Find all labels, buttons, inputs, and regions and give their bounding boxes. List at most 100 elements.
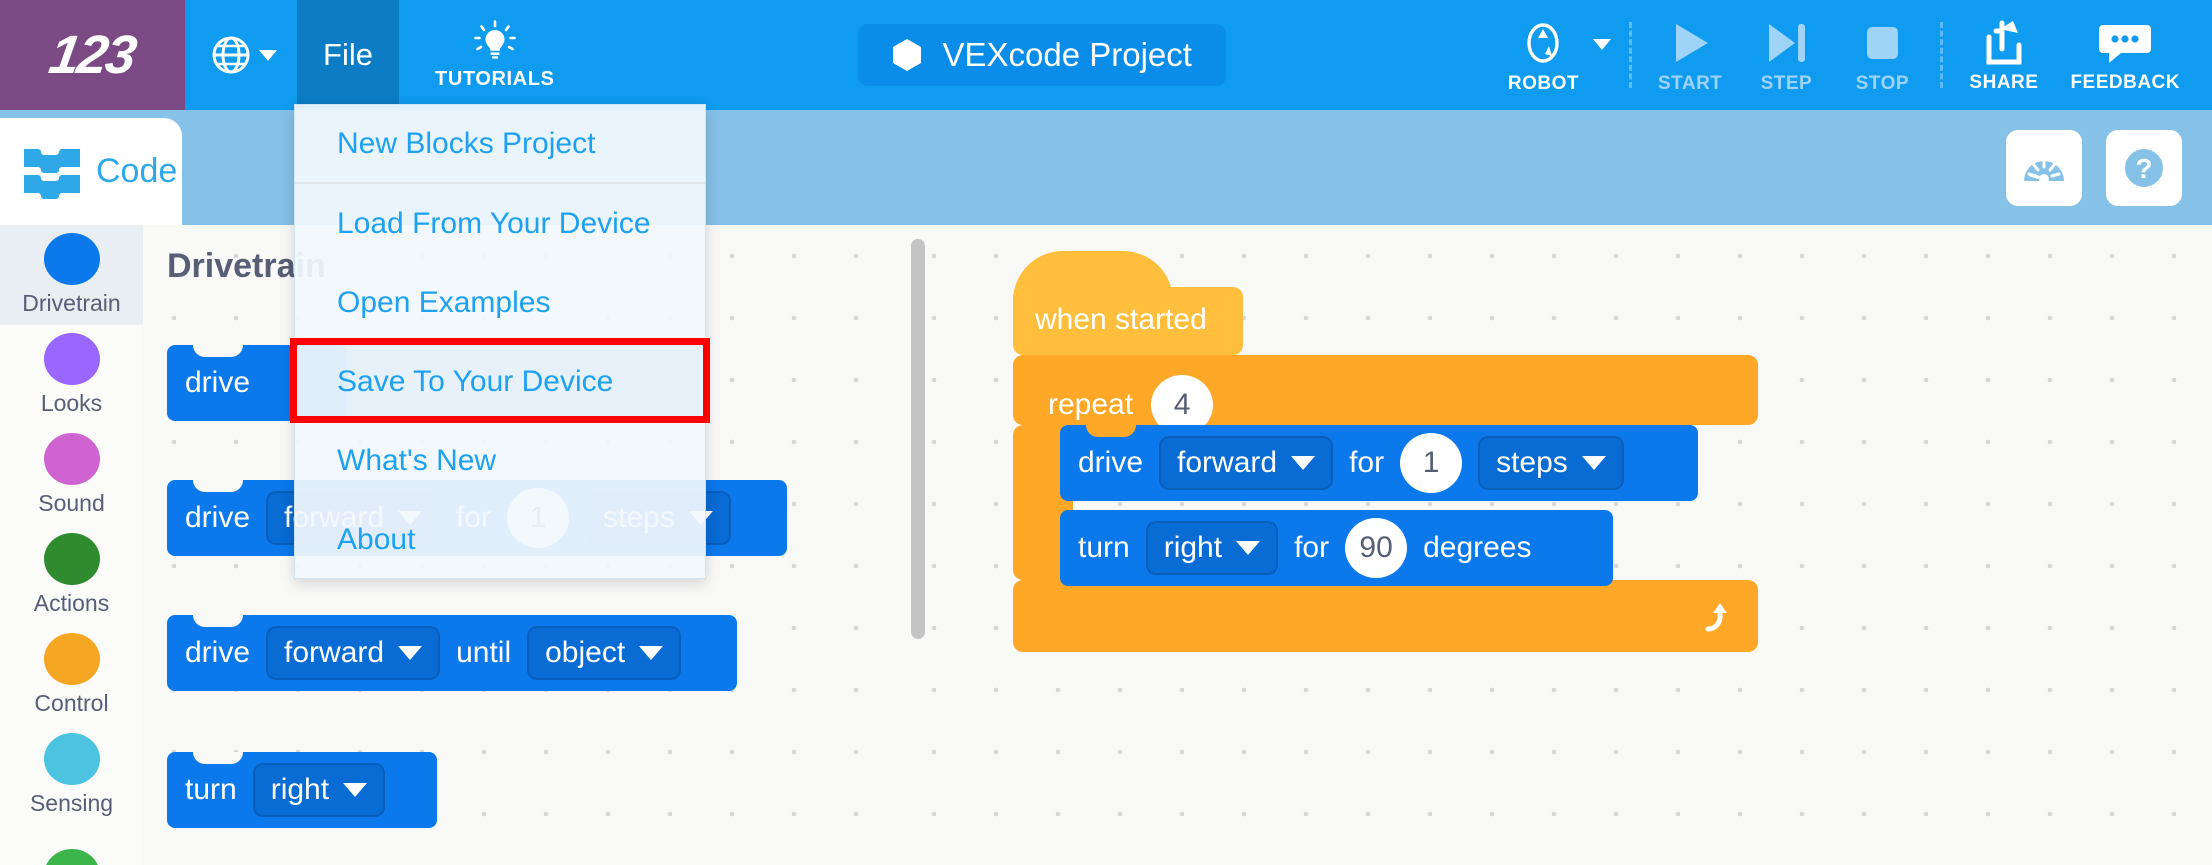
sidebar-item-more[interactable] [0, 825, 143, 865]
menu-item-whats-new[interactable]: What's New [295, 421, 705, 500]
chevron-down-icon [398, 646, 423, 660]
category-dot-actions [43, 533, 100, 585]
sidebar-item-sound[interactable]: Sound [0, 425, 143, 525]
globe-icon [212, 36, 250, 74]
file-menu-button[interactable]: File [297, 0, 399, 110]
category-dot-sensing [43, 733, 100, 785]
dropdown-unit[interactable]: steps [1478, 436, 1624, 490]
chevron-down-icon [1593, 38, 1611, 50]
code-workspace: when started repeat 4 drive forward for … [903, 225, 2212, 865]
stop-button[interactable]: STOP [1834, 0, 1930, 110]
chevron-down-icon [1291, 456, 1316, 470]
dropdown-target[interactable]: object [527, 626, 682, 680]
palette-block-drive-until[interactable]: drive forward until object [167, 615, 737, 691]
lightbulb-icon [473, 19, 516, 59]
palette-block-turn[interactable]: turn right [167, 752, 437, 828]
feedback-label: FEEDBACK [2070, 71, 2180, 93]
sidebar-item-control[interactable]: Control [0, 625, 143, 725]
sidebar-item-drivetrain[interactable]: Drivetrain [0, 225, 143, 325]
subbar-actions: ? [2006, 129, 2182, 206]
number-input[interactable]: 1 [1400, 433, 1463, 493]
chevron-down-icon [1581, 456, 1606, 470]
workspace-scrollbar[interactable] [911, 239, 925, 639]
dropdown-direction[interactable]: forward [266, 626, 441, 680]
toolbar-divider [1629, 22, 1632, 88]
start-label: START [1658, 72, 1723, 94]
robot-button[interactable]: ROBOT [1494, 0, 1619, 110]
chevron-down-icon [639, 646, 664, 660]
app-logo: 123 [0, 0, 185, 110]
category-dot-looks [43, 333, 100, 385]
toolbar-divider [1940, 22, 1944, 88]
dropdown-value: right [270, 773, 330, 806]
toolbar-actions: ROBOT START STEP [1494, 0, 2212, 110]
menu-item-load-from-your-device[interactable]: Load From Your Device [295, 184, 705, 263]
menu-item-about[interactable]: About [295, 500, 705, 579]
loop-arrow-icon [1705, 603, 1727, 632]
project-title-button[interactable]: VEXcode Project [858, 24, 1226, 86]
dashboard-button[interactable] [2006, 129, 2082, 206]
block-word: drive [185, 366, 251, 399]
block-notch [1086, 425, 1136, 437]
sidebar-item-actions[interactable]: Actions [0, 525, 143, 625]
block-word: drive [1078, 446, 1144, 479]
block-word: until [456, 636, 512, 669]
blocks-icon [24, 148, 80, 199]
app-logo-text: 123 [45, 25, 140, 85]
sidebar-item-label: Drivetrain [22, 290, 121, 316]
degrees-input[interactable]: 90 [1345, 518, 1408, 578]
svg-text:?: ? [2135, 153, 2152, 184]
block-word: degrees [1423, 531, 1532, 564]
block-word: for [1349, 446, 1385, 479]
dropdown-direction[interactable]: forward [1159, 436, 1334, 490]
category-dot-drivetrain [43, 233, 100, 285]
block-label: when started [1035, 303, 1207, 336]
sidebar-item-label: Looks [40, 390, 103, 416]
block-word: repeat [1048, 388, 1134, 421]
block-notch [193, 615, 243, 627]
block-repeat-header[interactable] [1013, 355, 1758, 425]
feedback-button[interactable]: FEEDBACK [2054, 0, 2196, 110]
menu-item-open-examples[interactable]: Open Examples [295, 263, 705, 342]
block-when-started[interactable]: when started [1013, 251, 1243, 355]
chevron-down-icon [343, 783, 368, 797]
file-dropdown-menu: New Blocks Project Load From Your Device… [294, 104, 706, 579]
sidebar-item-sensing[interactable]: Sensing [0, 725, 143, 825]
step-button[interactable]: STEP [1738, 0, 1834, 110]
menu-item-label: New Blocks Project [337, 126, 596, 160]
dropdown-turn-direction[interactable]: right [1145, 521, 1279, 575]
block-word: drive [185, 501, 251, 534]
step-label: STEP [1760, 72, 1813, 94]
block-word: for [1294, 531, 1330, 564]
dropdown-value: steps [1496, 446, 1568, 479]
dropdown-value: forward [1177, 446, 1278, 479]
dropdown-turn-direction[interactable]: right [252, 763, 386, 817]
category-dot-control [43, 633, 100, 685]
block-drive-forward[interactable]: drive forward for 1 steps [1060, 425, 1698, 501]
tab-code-label: Code [96, 152, 178, 190]
block-turn-right[interactable]: turn right for 90 degrees [1060, 510, 1613, 586]
sidebar-item-looks[interactable]: Looks [0, 325, 143, 425]
gauge-icon [2024, 157, 2064, 184]
language-selector[interactable] [185, 0, 297, 110]
start-button[interactable]: START [1642, 0, 1738, 110]
stop-icon [1867, 26, 1899, 59]
menu-item-save-to-your-device[interactable]: Save To Your Device [295, 342, 705, 421]
sidebar-item-label: Sound [38, 490, 105, 516]
tab-code[interactable]: Code [0, 118, 182, 225]
block-notch [193, 480, 243, 492]
share-icon [1986, 20, 2022, 64]
block-notch [193, 752, 243, 764]
file-menu-label: File [323, 37, 373, 72]
chevron-down-icon [259, 49, 277, 61]
question-icon: ? [2125, 148, 2163, 187]
sidebar-item-label: Control [34, 690, 109, 716]
block-word: drive [185, 636, 251, 669]
share-button[interactable]: SHARE [1953, 0, 2054, 110]
menu-item-label: Load From Your Device [337, 206, 651, 240]
help-button[interactable]: ? [2106, 129, 2182, 206]
menu-item-new-blocks-project[interactable]: New Blocks Project [295, 105, 705, 184]
menu-item-label: Open Examples [337, 285, 551, 319]
tutorials-button[interactable]: TUTORIALS [399, 0, 590, 110]
category-dot-sound [43, 433, 100, 485]
